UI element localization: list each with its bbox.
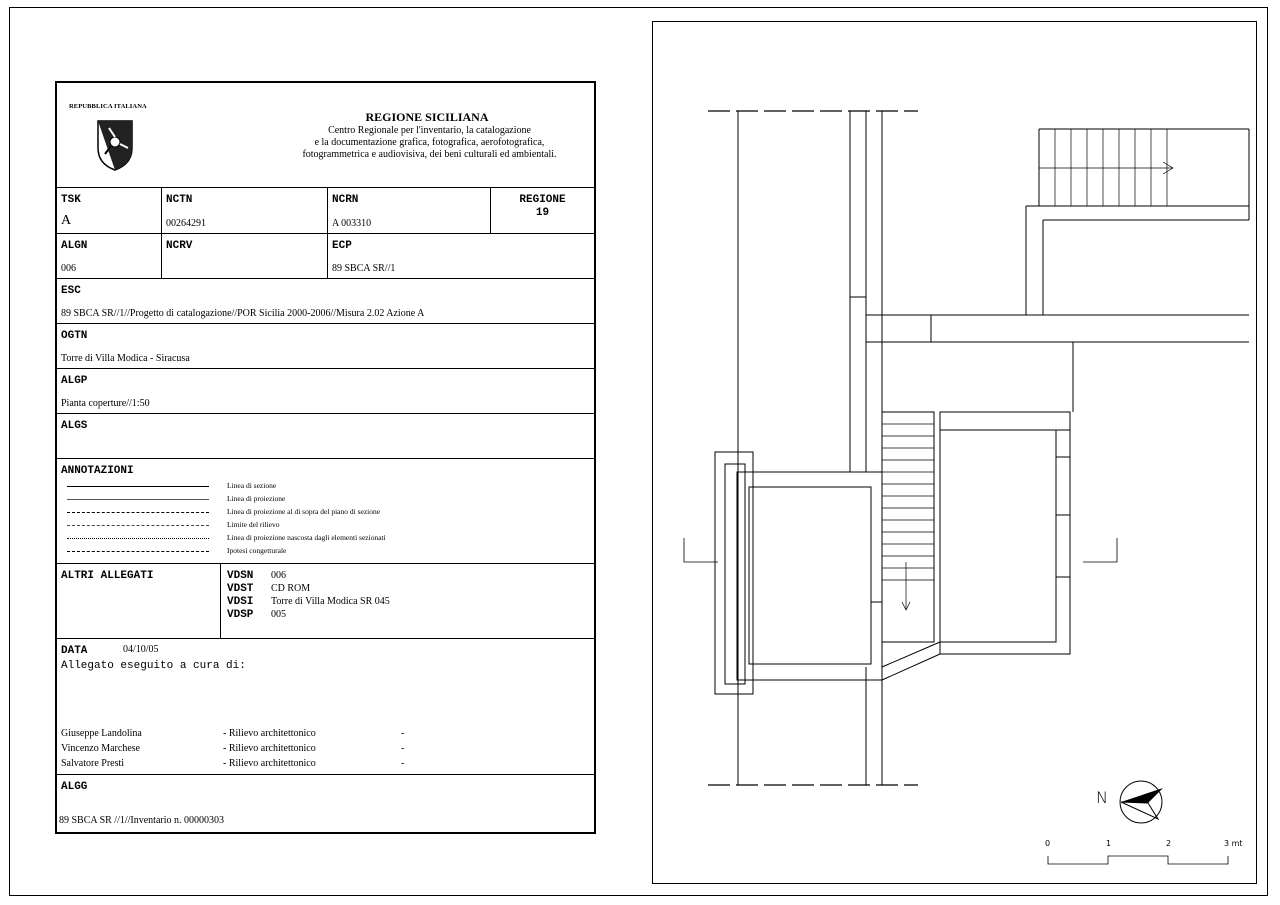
row-algp: ALGP Pianta coperture//1:50 xyxy=(57,369,594,414)
ncrn-value: A 003310 xyxy=(332,218,372,229)
region-subtitle: Centro Regionale per l'inventario, la ca… xyxy=(302,125,557,160)
republic-label: REPUBBLICA ITALIANA xyxy=(69,103,147,110)
cell-nctn: NCTN 00264291 xyxy=(161,188,327,233)
row-algn: ALGN 006 NCRV ECP 89 SBCA SR//1 xyxy=(57,234,594,279)
cell-algn: ALGN 006 xyxy=(61,240,88,274)
algg-value: 89 SBCA SR //1//Inventario n. 00000303 xyxy=(59,815,225,826)
esc-value: 89 SBCA SR//1//Progetto di catalogazione… xyxy=(61,308,425,319)
cell-tsk: TSK A xyxy=(61,194,81,228)
tsk-value: A xyxy=(61,213,72,228)
architectural-plan: N 0 1 2 3 mt xyxy=(652,21,1257,884)
row-esc: ESC 89 SBCA SR//1//Progetto di catalogaz… xyxy=(57,279,594,324)
row-algg: ALGG 89 SBCA SR //1//Inventario n. 00000… xyxy=(59,781,225,826)
cell-altri-allegati-items: VDSN 006 VDST CD ROM VDSI Torre di Villa… xyxy=(220,564,594,638)
page-border xyxy=(9,7,1268,896)
legend-line-proiezione xyxy=(67,499,209,500)
data-date: 04/10/05 xyxy=(123,644,159,655)
sicily-coat-of-arms-icon xyxy=(97,120,133,171)
row-algs: ALGS xyxy=(57,414,594,459)
cell-regione: REGIONE 19 xyxy=(490,188,594,233)
cell-ncrn: NCRN A 003310 xyxy=(327,188,490,233)
floor-plan-drawing xyxy=(683,110,1250,786)
scale-bar xyxy=(1047,855,1229,865)
cell-ncrv: NCRV xyxy=(161,234,327,278)
nctn-value: 00264291 xyxy=(166,218,206,229)
legend-line-nascosta xyxy=(67,538,209,539)
region-title: REGIONE SICILIANA xyxy=(365,110,489,124)
catalog-sheet: REPUBBLICA ITALIANA REGIONE SICILIANA Ce… xyxy=(55,81,596,834)
row-data: DATA 04/10/05 Allegato eseguito a cura d… xyxy=(57,639,594,775)
data-intro: Allegato eseguito a cura di: xyxy=(61,660,246,672)
legend-line-proiezione-sopra xyxy=(67,512,209,513)
compass-rose-icon xyxy=(1119,780,1163,824)
legend-line-limite xyxy=(67,525,209,526)
cell-altri-allegati-label: ALTRI ALLEGATI xyxy=(61,570,154,582)
row-annotazioni: ANNOTAZIONI Linea di sezione Linea di pr… xyxy=(57,459,594,564)
ecp-value: 89 SBCA SR//1 xyxy=(332,263,396,274)
ogtn-value: Torre di Villa Modica - Siracusa xyxy=(61,353,190,364)
cell-ecp: ECP 89 SBCA SR//1 xyxy=(327,234,594,278)
legend-line-ipotesi xyxy=(67,551,209,552)
algp-value: Pianta coperture//1:50 xyxy=(61,398,150,409)
north-label: N xyxy=(1096,788,1108,807)
sheet-header: REPUBBLICA ITALIANA REGIONE SICILIANA Ce… xyxy=(57,83,594,188)
row-tsk: TSK A NCTN 00264291 NCRN A 003310 REGION… xyxy=(57,188,594,234)
row-ogtn: OGTN Torre di Villa Modica - Siracusa xyxy=(57,324,594,369)
algn-value: 006 xyxy=(61,263,76,274)
row-altri-allegati: ALTRI ALLEGATI VDSN 006 VDST CD ROM VDSI… xyxy=(57,564,594,639)
legend-line-sezione xyxy=(67,486,209,487)
regione-value: 19 xyxy=(535,207,550,219)
